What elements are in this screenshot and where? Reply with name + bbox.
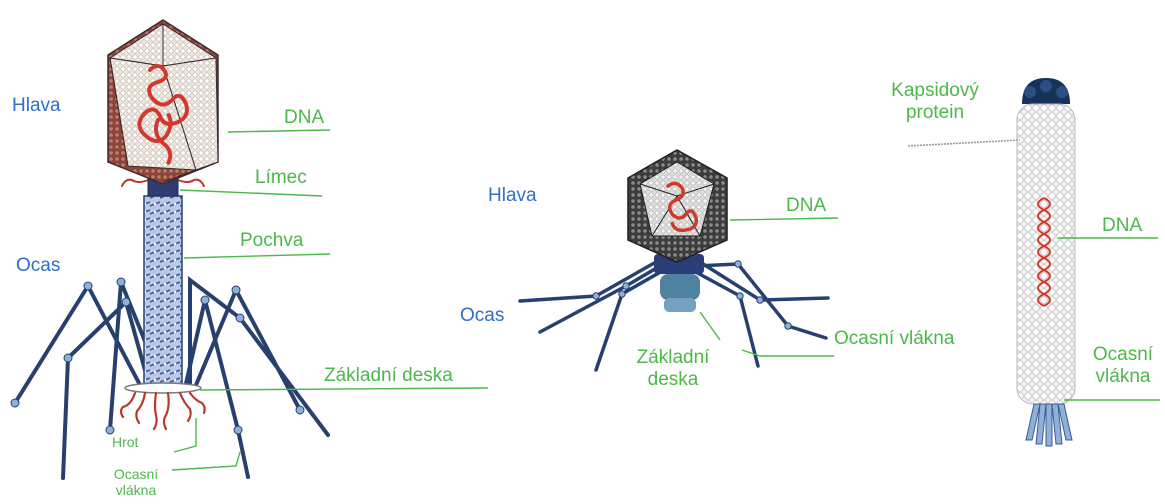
- phage3-illustration: [908, 78, 1160, 446]
- phage2-baseplate: [660, 274, 700, 300]
- phage2-tail-label: Ocas: [460, 305, 504, 327]
- phage3-rod: [1017, 104, 1075, 404]
- phage1-dna-label: DNA: [284, 107, 324, 129]
- phage3-fibers-label-line1: Ocasní: [1082, 344, 1164, 366]
- phage1-sheath-label: Pochva: [240, 230, 303, 252]
- phage2-head-label: Hlava: [488, 185, 537, 207]
- phage1-capsid: [108, 20, 218, 184]
- phage3-dna-label: DNA: [1102, 215, 1142, 237]
- phage1-collar-label: Límec: [255, 167, 307, 189]
- phage3-fibers-label: Ocasní vlákna: [1082, 344, 1164, 388]
- phage2-fibers-label: Ocasní vlákna: [834, 328, 954, 350]
- phage2-baseplate-label-line2: deska: [618, 369, 728, 391]
- phage1-fibers-label-line2: vlákna: [104, 482, 168, 498]
- phage1-fibers-label-line1: Ocasní: [104, 466, 168, 482]
- phage1-baseplate: [125, 383, 201, 393]
- phage1-sheath: [144, 196, 182, 384]
- phage3-fibers-label-line2: vlákna: [1082, 366, 1164, 388]
- phage1-fibers-label: Ocasní vlákna: [104, 466, 168, 498]
- phage2-baseplate-label-line1: Základní: [618, 347, 728, 369]
- phage2-baseplate-label: Základní deska: [618, 347, 728, 391]
- phage2-capsid: [628, 150, 727, 262]
- phage2-illustration: [520, 150, 838, 370]
- phage2-dna-label: DNA: [786, 195, 826, 217]
- phage1-tail-label: Ocas: [16, 255, 60, 277]
- phage3-capsid-label: Kapsidový protein: [880, 80, 990, 124]
- phage1-spikes: [121, 393, 205, 429]
- phage1-head-label: Hlava: [12, 95, 61, 117]
- phage3-capsid-label-line2: protein: [880, 102, 990, 124]
- phage1-spike-label: Hrot: [112, 434, 138, 450]
- phage1-baseplate-label: Základní deska: [324, 365, 453, 387]
- phage3-capsid-label-line1: Kapsidový: [880, 80, 990, 102]
- phage3-tail-fibers: [1026, 404, 1072, 446]
